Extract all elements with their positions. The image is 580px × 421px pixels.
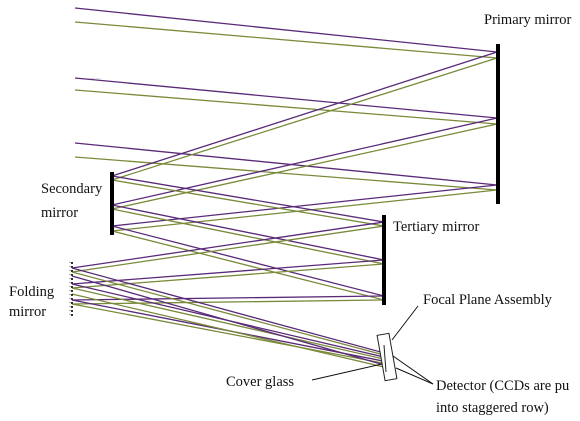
secondary-mirror-label-line2: mirror (41, 205, 79, 221)
folding-mirror-label-line1: Folding (9, 284, 55, 300)
secondary-mirror-label-line1: Secondary (41, 181, 103, 197)
primary-mirror-label: Primary mirror (484, 12, 572, 28)
detector-callout-2 (395, 367, 434, 385)
secondary-to-tertiary-rays (111, 175, 385, 301)
folding-mirror (69, 262, 73, 316)
cover-glass-label: Cover glass (226, 374, 295, 390)
cover-glass-callout (311, 363, 383, 381)
tertiary-mirror-label: Tertiary mirror (393, 219, 480, 235)
folding-mirror-label-line2: mirror (9, 304, 47, 320)
detector-label-line2: into staggered row) (436, 400, 549, 416)
faint-mark: .......... (88, 75, 101, 80)
tertiary-to-folding-rays (71, 221, 385, 305)
primary-to-secondary-rays (111, 51, 498, 232)
folding-to-focal-rays (71, 267, 389, 369)
focal-plane-assembly-label: Focal Plane Assembly (423, 292, 552, 308)
focal-plane-callout (391, 305, 419, 341)
focal-plane-assembly-box (376, 332, 398, 382)
cover-glass-element (383, 344, 387, 373)
detector-callout-1 (392, 355, 434, 385)
detector-label-line1: Detector (CCDs are pu (436, 378, 570, 394)
incoming-rays (74, 7, 498, 191)
